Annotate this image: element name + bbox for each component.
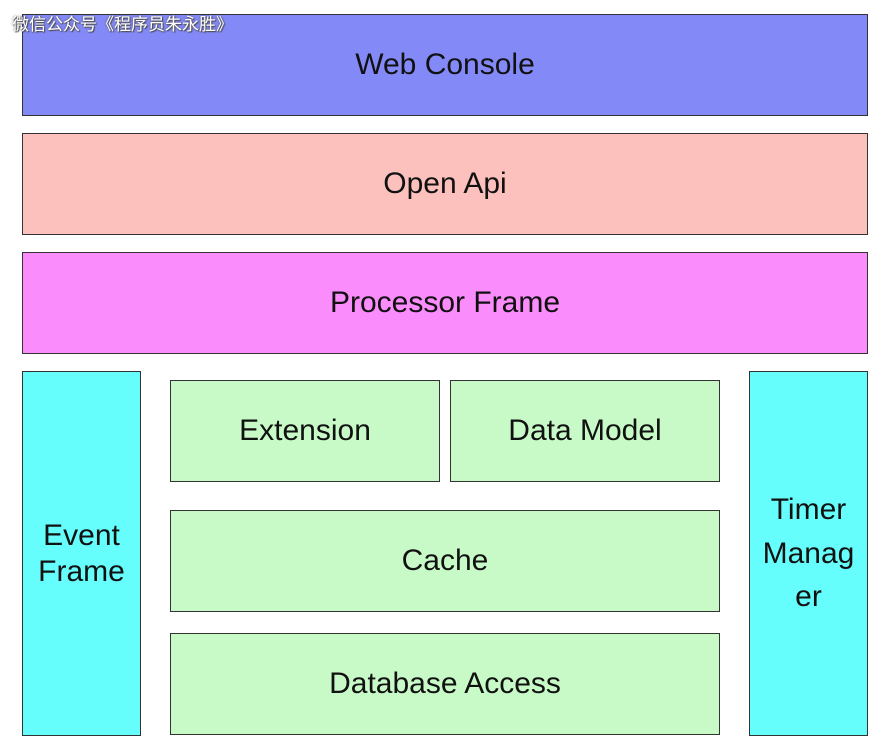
open-api-layer: Open Api: [22, 133, 868, 235]
cache-module: Cache: [170, 510, 720, 612]
timer-manager-box: Timer Manager: [749, 371, 868, 736]
web-console-label: Web Console: [355, 48, 535, 81]
extension-module: Extension: [170, 380, 440, 482]
web-console-layer: Web Console: [22, 14, 868, 116]
database-access-label: Database Access: [329, 667, 561, 700]
open-api-label: Open Api: [383, 167, 507, 200]
data-model-module: Data Model: [450, 380, 720, 482]
processor-frame-layer: Processor Frame: [22, 252, 868, 354]
processor-frame-label: Processor Frame: [329, 286, 561, 319]
event-frame-box: Event Frame: [22, 371, 141, 736]
timer-manager-label: Timer Manager: [762, 493, 855, 614]
cache-label: Cache: [401, 544, 489, 577]
watermark: 微信公众号《程序员朱永胜》: [12, 15, 233, 35]
database-access-module: Database Access: [170, 633, 720, 735]
event-frame-label: Event Frame: [38, 518, 125, 588]
data-model-label: Data Model: [508, 414, 662, 447]
extension-label: Extension: [239, 414, 371, 447]
